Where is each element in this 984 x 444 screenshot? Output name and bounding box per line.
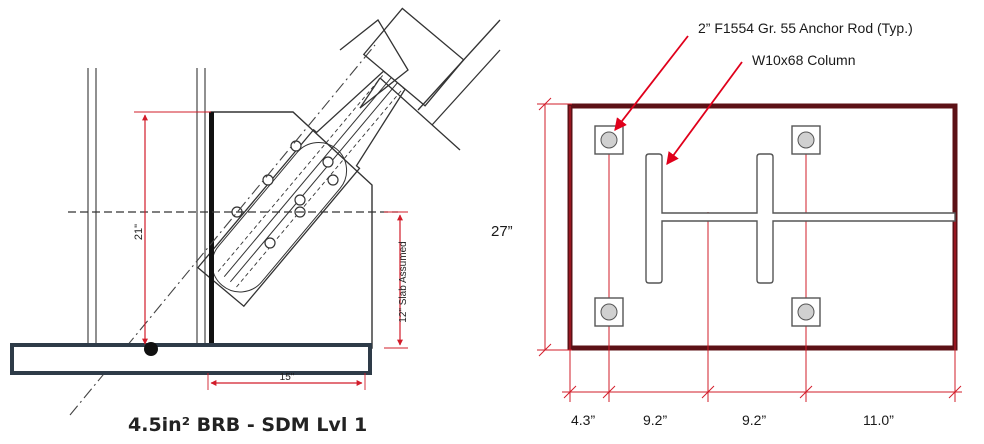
brace-plate xyxy=(196,7,465,308)
dimension-extension-lines xyxy=(537,97,962,402)
width-dim-2: 9.2” xyxy=(643,412,668,428)
dim-horizontal-15-label: 15" xyxy=(280,372,295,383)
column-label: W10x68 Column xyxy=(752,52,856,68)
width-dim-1: 4.3” xyxy=(571,412,596,428)
width-dim-3: 9.2” xyxy=(742,412,767,428)
anchor-rod-br xyxy=(791,297,821,327)
dim-horizontal-15 xyxy=(207,373,366,390)
anchor-rod-tl xyxy=(594,125,624,155)
right-detail xyxy=(537,35,962,402)
work-point xyxy=(144,342,158,356)
left-detail: 21" 12" Slab Assumed 15" xyxy=(10,7,501,416)
anchor-rod-leader xyxy=(614,35,689,131)
slab xyxy=(10,343,372,375)
dim-vertical-21-label: 21" xyxy=(133,224,145,240)
slab-note-label: 12" Slab Assumed xyxy=(398,241,409,322)
dim-slab-12 xyxy=(384,211,408,349)
w-column-section xyxy=(645,153,956,284)
column-lines xyxy=(87,68,206,347)
anchor-rod-label: 2” F1554 Gr. 55 Anchor Rod (Typ.) xyxy=(698,20,913,36)
height-dim-label: 27” xyxy=(491,223,513,240)
dim-vertical-21 xyxy=(134,111,211,345)
brace-casing xyxy=(339,19,501,151)
anchor-rod-tr xyxy=(791,125,821,155)
width-dim-4: 11.0” xyxy=(863,412,894,428)
column-leader xyxy=(666,61,743,166)
left-detail-title: 4.5in² BRB - SDM Lvl 1 xyxy=(128,414,368,436)
anchor-rod-bl xyxy=(594,297,624,327)
column-flange-plate xyxy=(209,112,214,348)
brace-workline xyxy=(69,44,376,416)
